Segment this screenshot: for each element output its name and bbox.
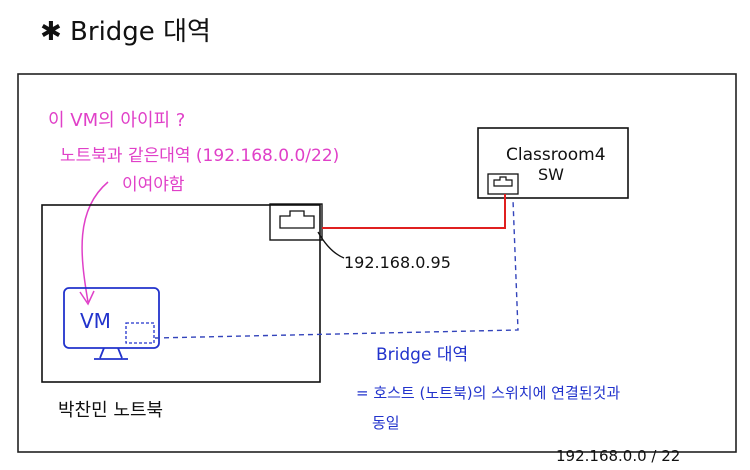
question-suffix: 이여야함 (122, 175, 185, 195)
bridge-note-title: Bridge 대역 (376, 345, 468, 365)
laptop-nic-ip: 192.168.0.95 (344, 253, 451, 272)
bridge-note-line2: 동일 (372, 414, 400, 432)
laptop-box (41, 204, 321, 383)
laptop-label: 박찬민 노트북 (58, 400, 163, 421)
classroom-switch-box (477, 127, 629, 199)
classroom-switch-line1: Classroom4 (506, 145, 606, 165)
question-vm-ip: 이 VM의 아이피 ? (48, 110, 185, 131)
vm-label: VM (80, 309, 111, 333)
vm-nic-icon (125, 322, 155, 344)
network-bottom: 192.168.0.0 / 22 (556, 447, 680, 465)
frame (17, 73, 737, 453)
vm-monitor (63, 287, 160, 360)
title: ✱ Bridge 대역 (40, 17, 211, 47)
switch-port-icon (487, 173, 519, 195)
pink-arrow-line (81, 181, 109, 303)
bridge-dashed-link (154, 199, 519, 339)
bridge-note-line1: = 호스트 (노트북)의 스위치에 연결된것과 (356, 384, 620, 402)
question-same-band: 노트북과 같은대역 (192.168.0.0/22) (60, 146, 339, 166)
laptop-nic-icon (269, 203, 323, 241)
ip-pointer-line (317, 231, 345, 259)
pink-arrowhead (79, 290, 95, 306)
red-link (322, 194, 506, 229)
classroom-switch-line2: SW (538, 165, 564, 184)
monitor-stand-icon (94, 347, 128, 360)
